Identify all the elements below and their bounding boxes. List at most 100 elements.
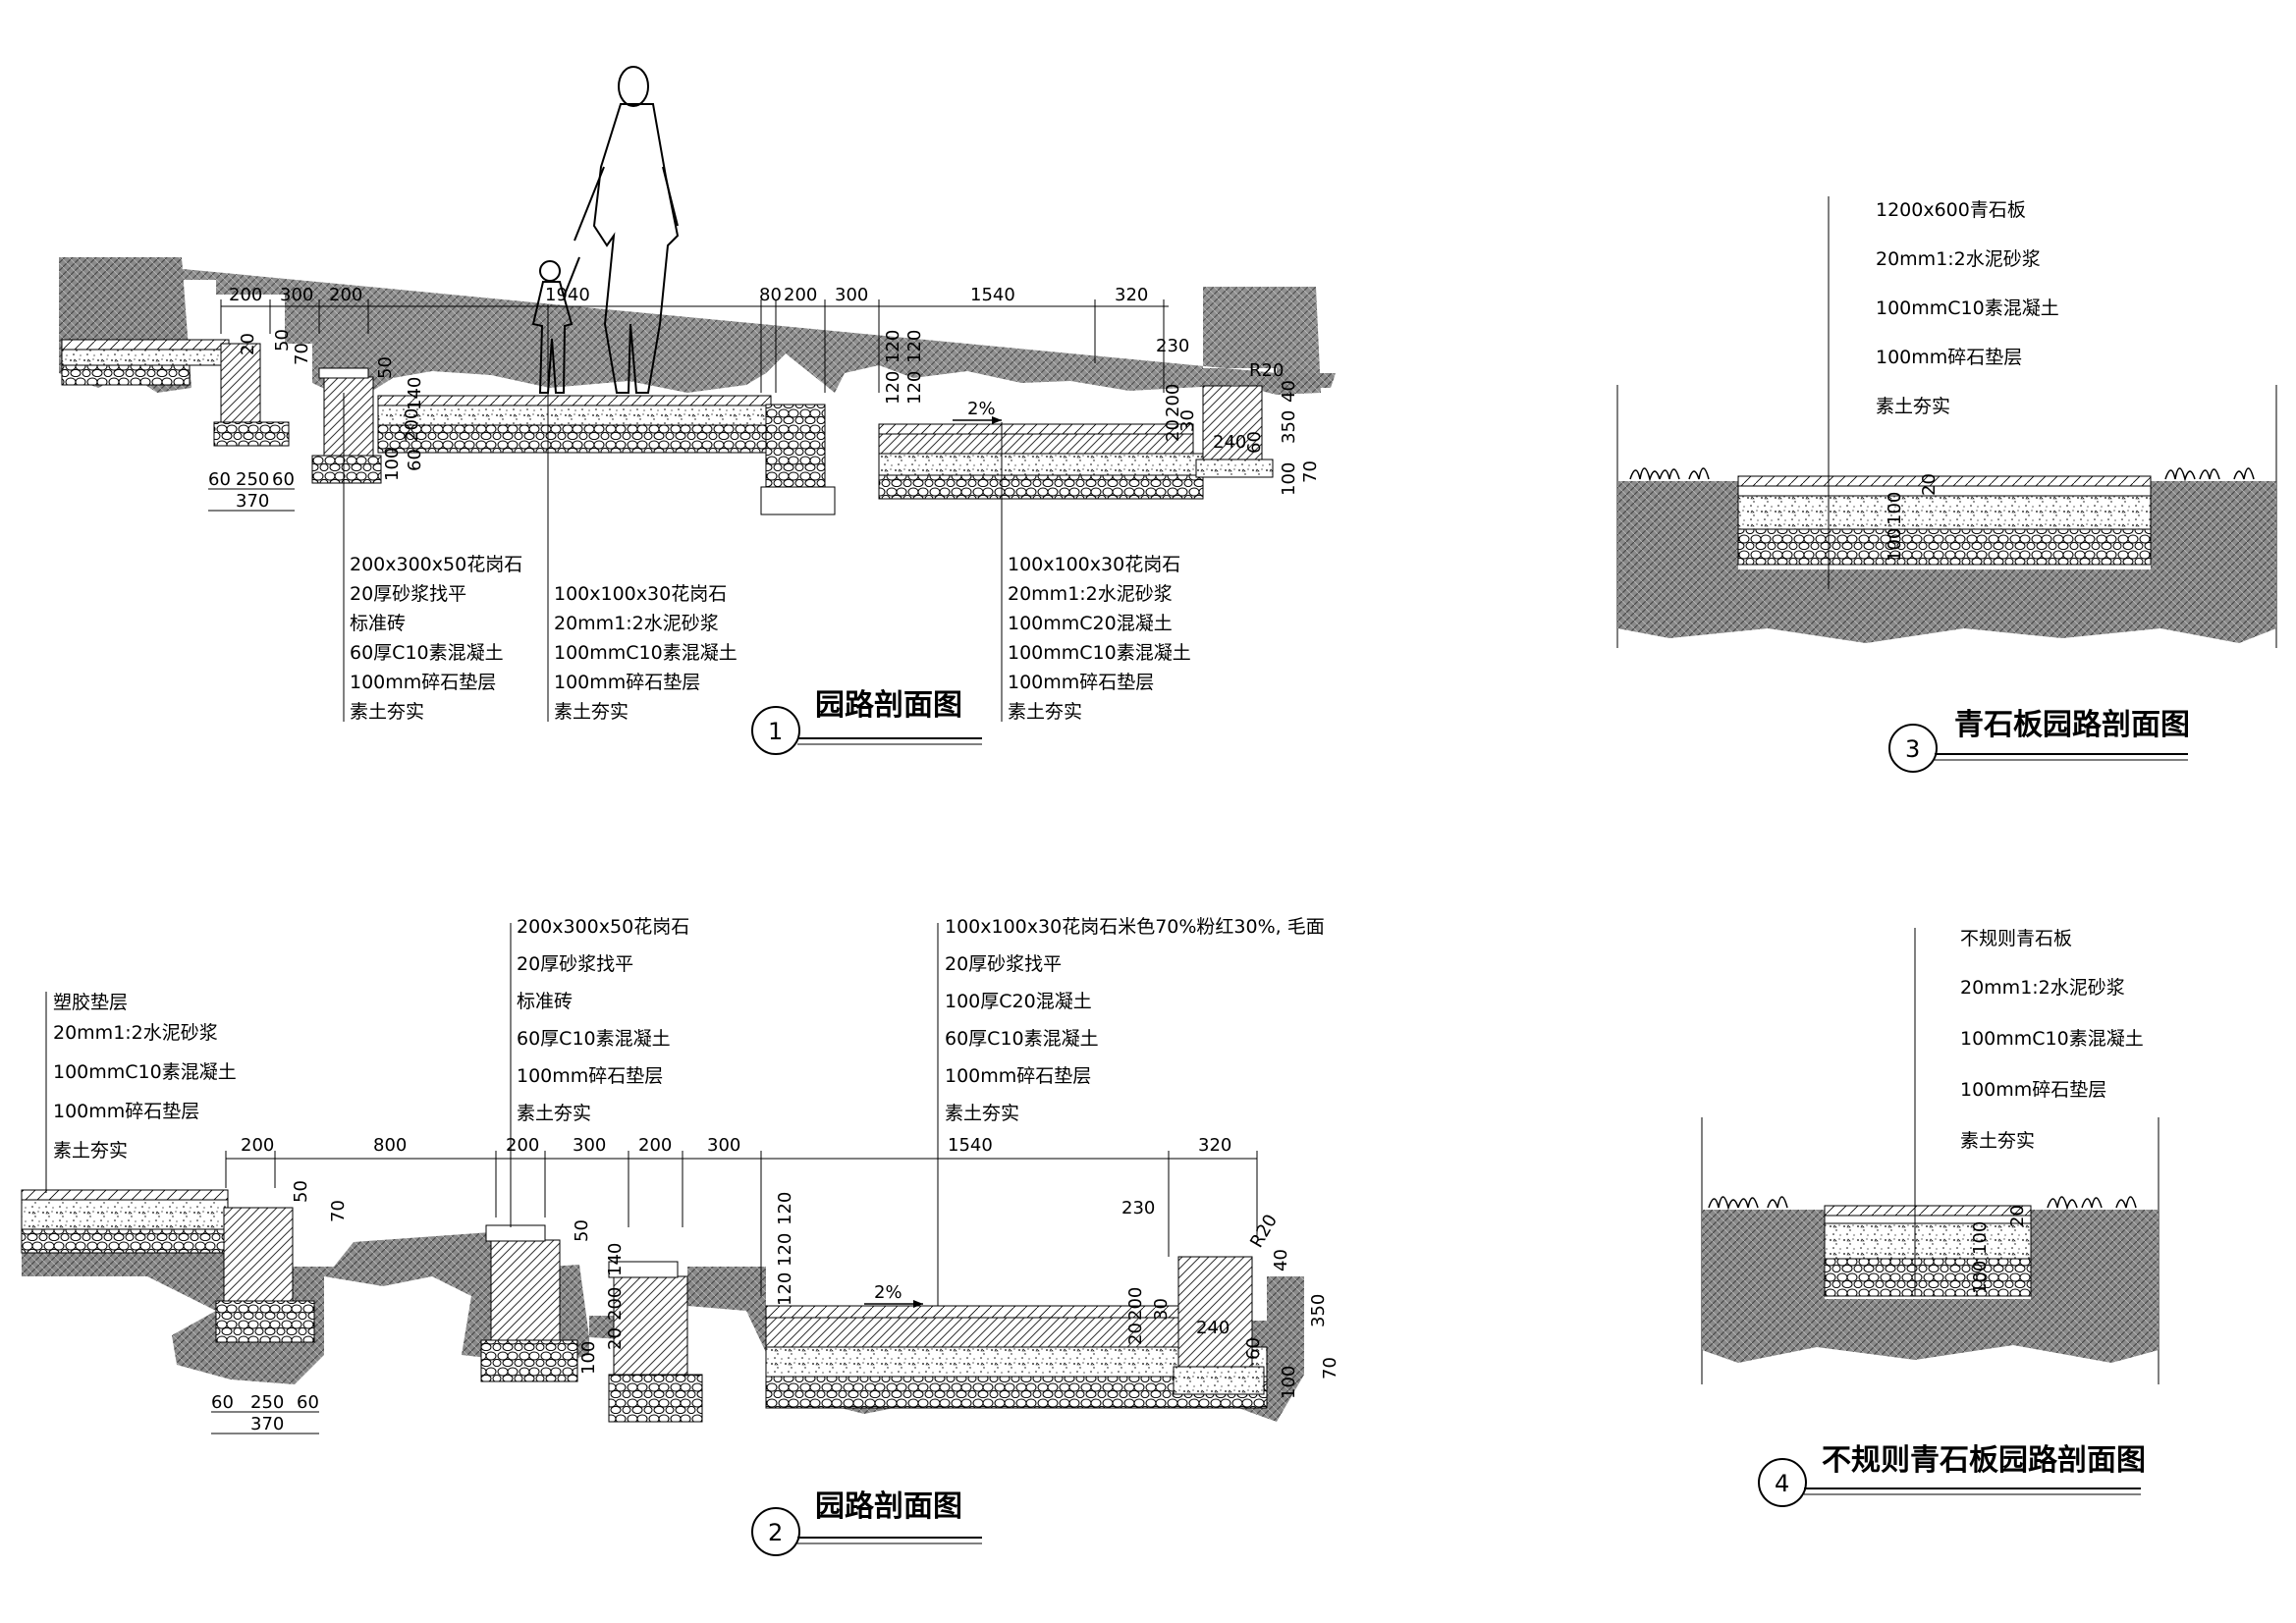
dim-50: 50	[572, 1219, 592, 1242]
note: 20厚砂浆找平	[350, 583, 466, 605]
note: 100mm碎石垫层	[1960, 1079, 2106, 1101]
note: 20mm1:2水泥砂浆	[1008, 583, 1173, 605]
dim-70a: 70	[292, 343, 312, 365]
s2-curb-1-base	[215, 1300, 315, 1343]
grass-s4	[1708, 1196, 2137, 1211]
note: 60厚C10素混凝土	[517, 1028, 671, 1050]
s2-curb-2	[490, 1239, 561, 1341]
note: 标准砖	[517, 991, 573, 1012]
human-figure-adult	[574, 66, 680, 394]
notes-s1-c: 100x100x30花岗石 20mm1:2水泥砂浆 100mmC20混凝土 10…	[1008, 554, 1191, 723]
note: 20mm1:2水泥砂浆	[1960, 977, 2125, 999]
dim-30v: 30	[1151, 1298, 1172, 1321]
dim-250: 250	[236, 469, 269, 490]
dim-1540: 1540	[970, 285, 1015, 305]
dim-140: 140	[605, 1243, 626, 1276]
soil-s1-right	[1247, 373, 1336, 388]
section-title: 不规则青石板园路剖面图	[1822, 1443, 2146, 1478]
s4-slab	[1824, 1205, 2032, 1217]
slope-label: 2%	[874, 1282, 902, 1303]
slope-label: 2%	[967, 399, 996, 419]
slope-arrow-s1: 2%	[953, 399, 1002, 424]
dim-100b: 100	[1970, 1221, 1991, 1255]
note: 素土夯实	[350, 701, 424, 723]
dim-1540: 1540	[948, 1135, 993, 1156]
dim-300a: 300	[280, 285, 313, 305]
dim-120c: 120	[775, 1272, 795, 1306]
dim-300b: 300	[835, 285, 868, 305]
paving-right	[878, 423, 1194, 435]
curb-3	[765, 404, 826, 494]
dim-200: 200	[638, 1135, 672, 1156]
note: 200x300x50花岗石	[350, 554, 522, 575]
dim-100a: 100	[1885, 528, 1905, 562]
note: 100x100x30花岗石米色70%粉红30%, 毛面	[945, 916, 1325, 938]
gravel-right	[878, 474, 1204, 500]
dim-320: 320	[1198, 1135, 1231, 1156]
dim-70: 70	[1320, 1357, 1340, 1380]
gravel-main	[377, 424, 772, 454]
note: 100x100x30花岗石	[1008, 554, 1180, 575]
gravel-left	[61, 364, 191, 386]
dim-100: 100	[578, 1341, 599, 1375]
dim-120c: 120	[883, 371, 903, 405]
dim-200a: 200	[229, 285, 262, 305]
paving-main	[377, 395, 772, 406]
notes-s3: 1200x600青石板 20mm1:2水泥砂浆 100mmC10素混凝土 100…	[1876, 199, 2059, 417]
dim-20: 20	[605, 1327, 626, 1350]
dim-300: 300	[707, 1135, 740, 1156]
dim-250: 250	[250, 1392, 284, 1413]
note: 100mmC10素混凝土	[1008, 642, 1191, 664]
soil-s4	[1702, 1210, 2159, 1363]
note: 100x100x30花岗石	[554, 583, 727, 605]
s4-gravel	[1824, 1258, 2032, 1297]
note: 100mmC10素混凝土	[53, 1061, 237, 1083]
s3-mortar	[1737, 485, 2152, 497]
dim-50b: 50	[375, 356, 396, 379]
section-title: 青石板园路剖面图	[1954, 708, 2190, 742]
dim-80: 80	[759, 285, 782, 305]
s2-c20	[765, 1317, 1179, 1348]
curb-4-base	[1195, 459, 1274, 478]
note: 100mm碎石垫层	[554, 672, 700, 693]
s2-concrete-left	[21, 1199, 229, 1230]
dim-120a: 120	[775, 1192, 795, 1225]
leader-lines-s1	[343, 304, 1003, 722]
curb-3-base	[760, 486, 836, 515]
dim-20v: 20	[1163, 419, 1183, 442]
dim-100b: 100	[1885, 492, 1905, 525]
note: 100mm碎石垫层	[1876, 347, 2022, 368]
dim-370: 370	[250, 1414, 284, 1434]
note: 素土夯实	[517, 1103, 591, 1124]
title-block-s4: 4 不规则青石板园路剖面图	[1758, 1443, 2146, 1507]
note: 200x300x50花岗石	[517, 916, 689, 938]
note: 20mm1:2水泥砂浆	[53, 1022, 218, 1044]
title-block-s1: 1 园路剖面图	[751, 688, 982, 755]
s2-curb-2-cap	[485, 1224, 546, 1242]
notes-s2-c: 100x100x30花岗石米色70%粉红30%, 毛面 20厚砂浆找平 100厚…	[945, 916, 1325, 1124]
title-block-s3: 3 青石板园路剖面图	[1888, 708, 2190, 773]
dim-200: 200	[506, 1135, 539, 1156]
dim-200a-v: 200	[402, 408, 422, 442]
note: 100mm碎石垫层	[945, 1065, 1091, 1087]
c20-right	[878, 433, 1194, 455]
section-4: 不规则青石板 20mm1:2水泥砂浆 100mmC10素混凝土 100mm碎石垫…	[1701, 928, 2159, 1507]
dim-120b: 120	[775, 1233, 795, 1267]
s3-concrete	[1737, 495, 2152, 530]
s2-curb-1	[223, 1207, 294, 1302]
dim-200: 200	[605, 1287, 626, 1321]
note: 20厚砂浆找平	[517, 953, 633, 975]
dim-50: 50	[291, 1180, 311, 1203]
dim-100a: 100	[1970, 1261, 1991, 1294]
note: 60厚C10素混凝土	[945, 1028, 1099, 1050]
dim-70: 70	[328, 1200, 349, 1222]
s4-concrete	[1824, 1222, 2032, 1260]
notes-s2-b: 200x300x50花岗石 20厚砂浆找平 标准砖 60厚C10素混凝土 100…	[517, 916, 689, 1124]
dim-30v: 30	[1177, 409, 1198, 432]
note: 100mmC10素混凝土	[1960, 1028, 2144, 1050]
curb-1	[220, 343, 261, 423]
notes-s1-b: 100x100x30花岗石 20mm1:2水泥砂浆 100mmC10素混凝土 1…	[554, 583, 738, 723]
curb-1-base	[213, 421, 290, 447]
note: 100mmC10素混凝土	[554, 642, 738, 664]
section-number: 1	[768, 718, 783, 745]
